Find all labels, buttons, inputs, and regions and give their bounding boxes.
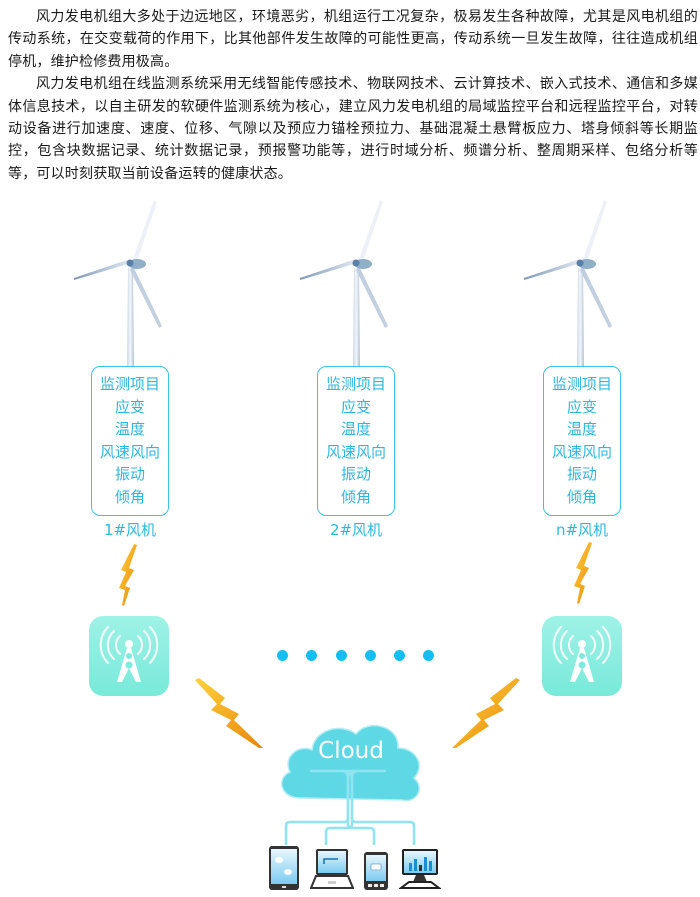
- monitor-item-tilt: 倾角: [114, 487, 145, 506]
- monitor-item-temperature: 温度: [340, 420, 371, 439]
- monitor-item-vibration: 振动: [114, 465, 145, 484]
- monitor-items-title: 监测项目: [325, 375, 386, 393]
- lightning-bolt-icon: [452, 678, 520, 748]
- ellipsis-dot: [365, 650, 376, 661]
- monitor-item-temperature: 温度: [566, 420, 597, 439]
- paragraph-problem: 风力发电机组大多处于边远地区，环境恶劣，机组运行工况复杂，极易发生各种故障，尤其…: [8, 9, 698, 70]
- turbine-label-1: 1#风机: [103, 521, 157, 539]
- lightning-bolt-icon: [574, 542, 592, 604]
- smartphone-icon: [364, 852, 388, 890]
- cloud-label: Cloud: [318, 738, 384, 764]
- ellipsis-dot: [394, 650, 405, 661]
- intro-text: 风力发电机组大多处于边远地区，环境恶劣，机组运行工况复杂，极易发生各种故障，尤其…: [8, 6, 698, 185]
- monitor-item-tilt: 倾角: [340, 487, 371, 506]
- monitor-item-tilt: 倾角: [566, 487, 597, 506]
- ellipsis-dot: [423, 650, 434, 661]
- signal-tower-icon: [552, 626, 612, 682]
- desktop-monitor-icon: [399, 849, 441, 889]
- monitor-item-strain: 应变: [340, 397, 371, 416]
- monitor-item-vibration: 振动: [566, 465, 597, 484]
- turbine-label-2: 2#风机: [329, 521, 383, 539]
- laptop-icon: [310, 849, 354, 889]
- base-station-n: [542, 616, 622, 696]
- monitor-item-vibration: 振动: [340, 465, 371, 484]
- base-station-1: [89, 616, 169, 696]
- cloud-icon: [280, 724, 420, 845]
- monitor-item-wind-speed-direction: 风速风向: [325, 442, 386, 461]
- wind-turbine-icon: [300, 200, 388, 368]
- monitor-items-box-2: 监测项目 应变 温度 风速风向 振动 倾角: [317, 366, 395, 516]
- lightning-bolt-icon: [195, 678, 263, 748]
- monitor-items-box-1: 监测项目 应变 温度 风速风向 振动 倾角: [91, 366, 169, 516]
- monitor-item-temperature: 温度: [114, 420, 145, 439]
- tablet-icon: [269, 846, 299, 890]
- paragraph-solution: 风力发电机组在线监测系统采用无线智能传感技术、物联网技术、云计算技术、嵌入式技术…: [8, 76, 698, 182]
- signal-tower-icon: [99, 626, 159, 682]
- monitor-items-box-n: 监测项目 应变 温度 风速风向 振动 倾角: [543, 366, 621, 516]
- monitor-item-wind-speed-direction: 风速风向: [551, 442, 612, 461]
- monitor-item-strain: 应变: [566, 397, 597, 416]
- lightning-bolt-icon: [119, 544, 137, 606]
- ellipsis-dot: [306, 650, 317, 661]
- ellipsis-dot: [336, 650, 347, 661]
- wind-turbine-icon: [524, 200, 612, 368]
- monitor-items-title: 监测项目: [551, 375, 612, 393]
- turbine-label-n: n#风机: [555, 521, 609, 539]
- monitor-item-strain: 应变: [114, 397, 145, 416]
- wind-turbine-icon: [74, 200, 162, 368]
- monitor-items-title: 监测项目: [99, 375, 160, 393]
- ellipsis-dot: [277, 650, 288, 661]
- monitor-item-wind-speed-direction: 风速风向: [99, 442, 160, 461]
